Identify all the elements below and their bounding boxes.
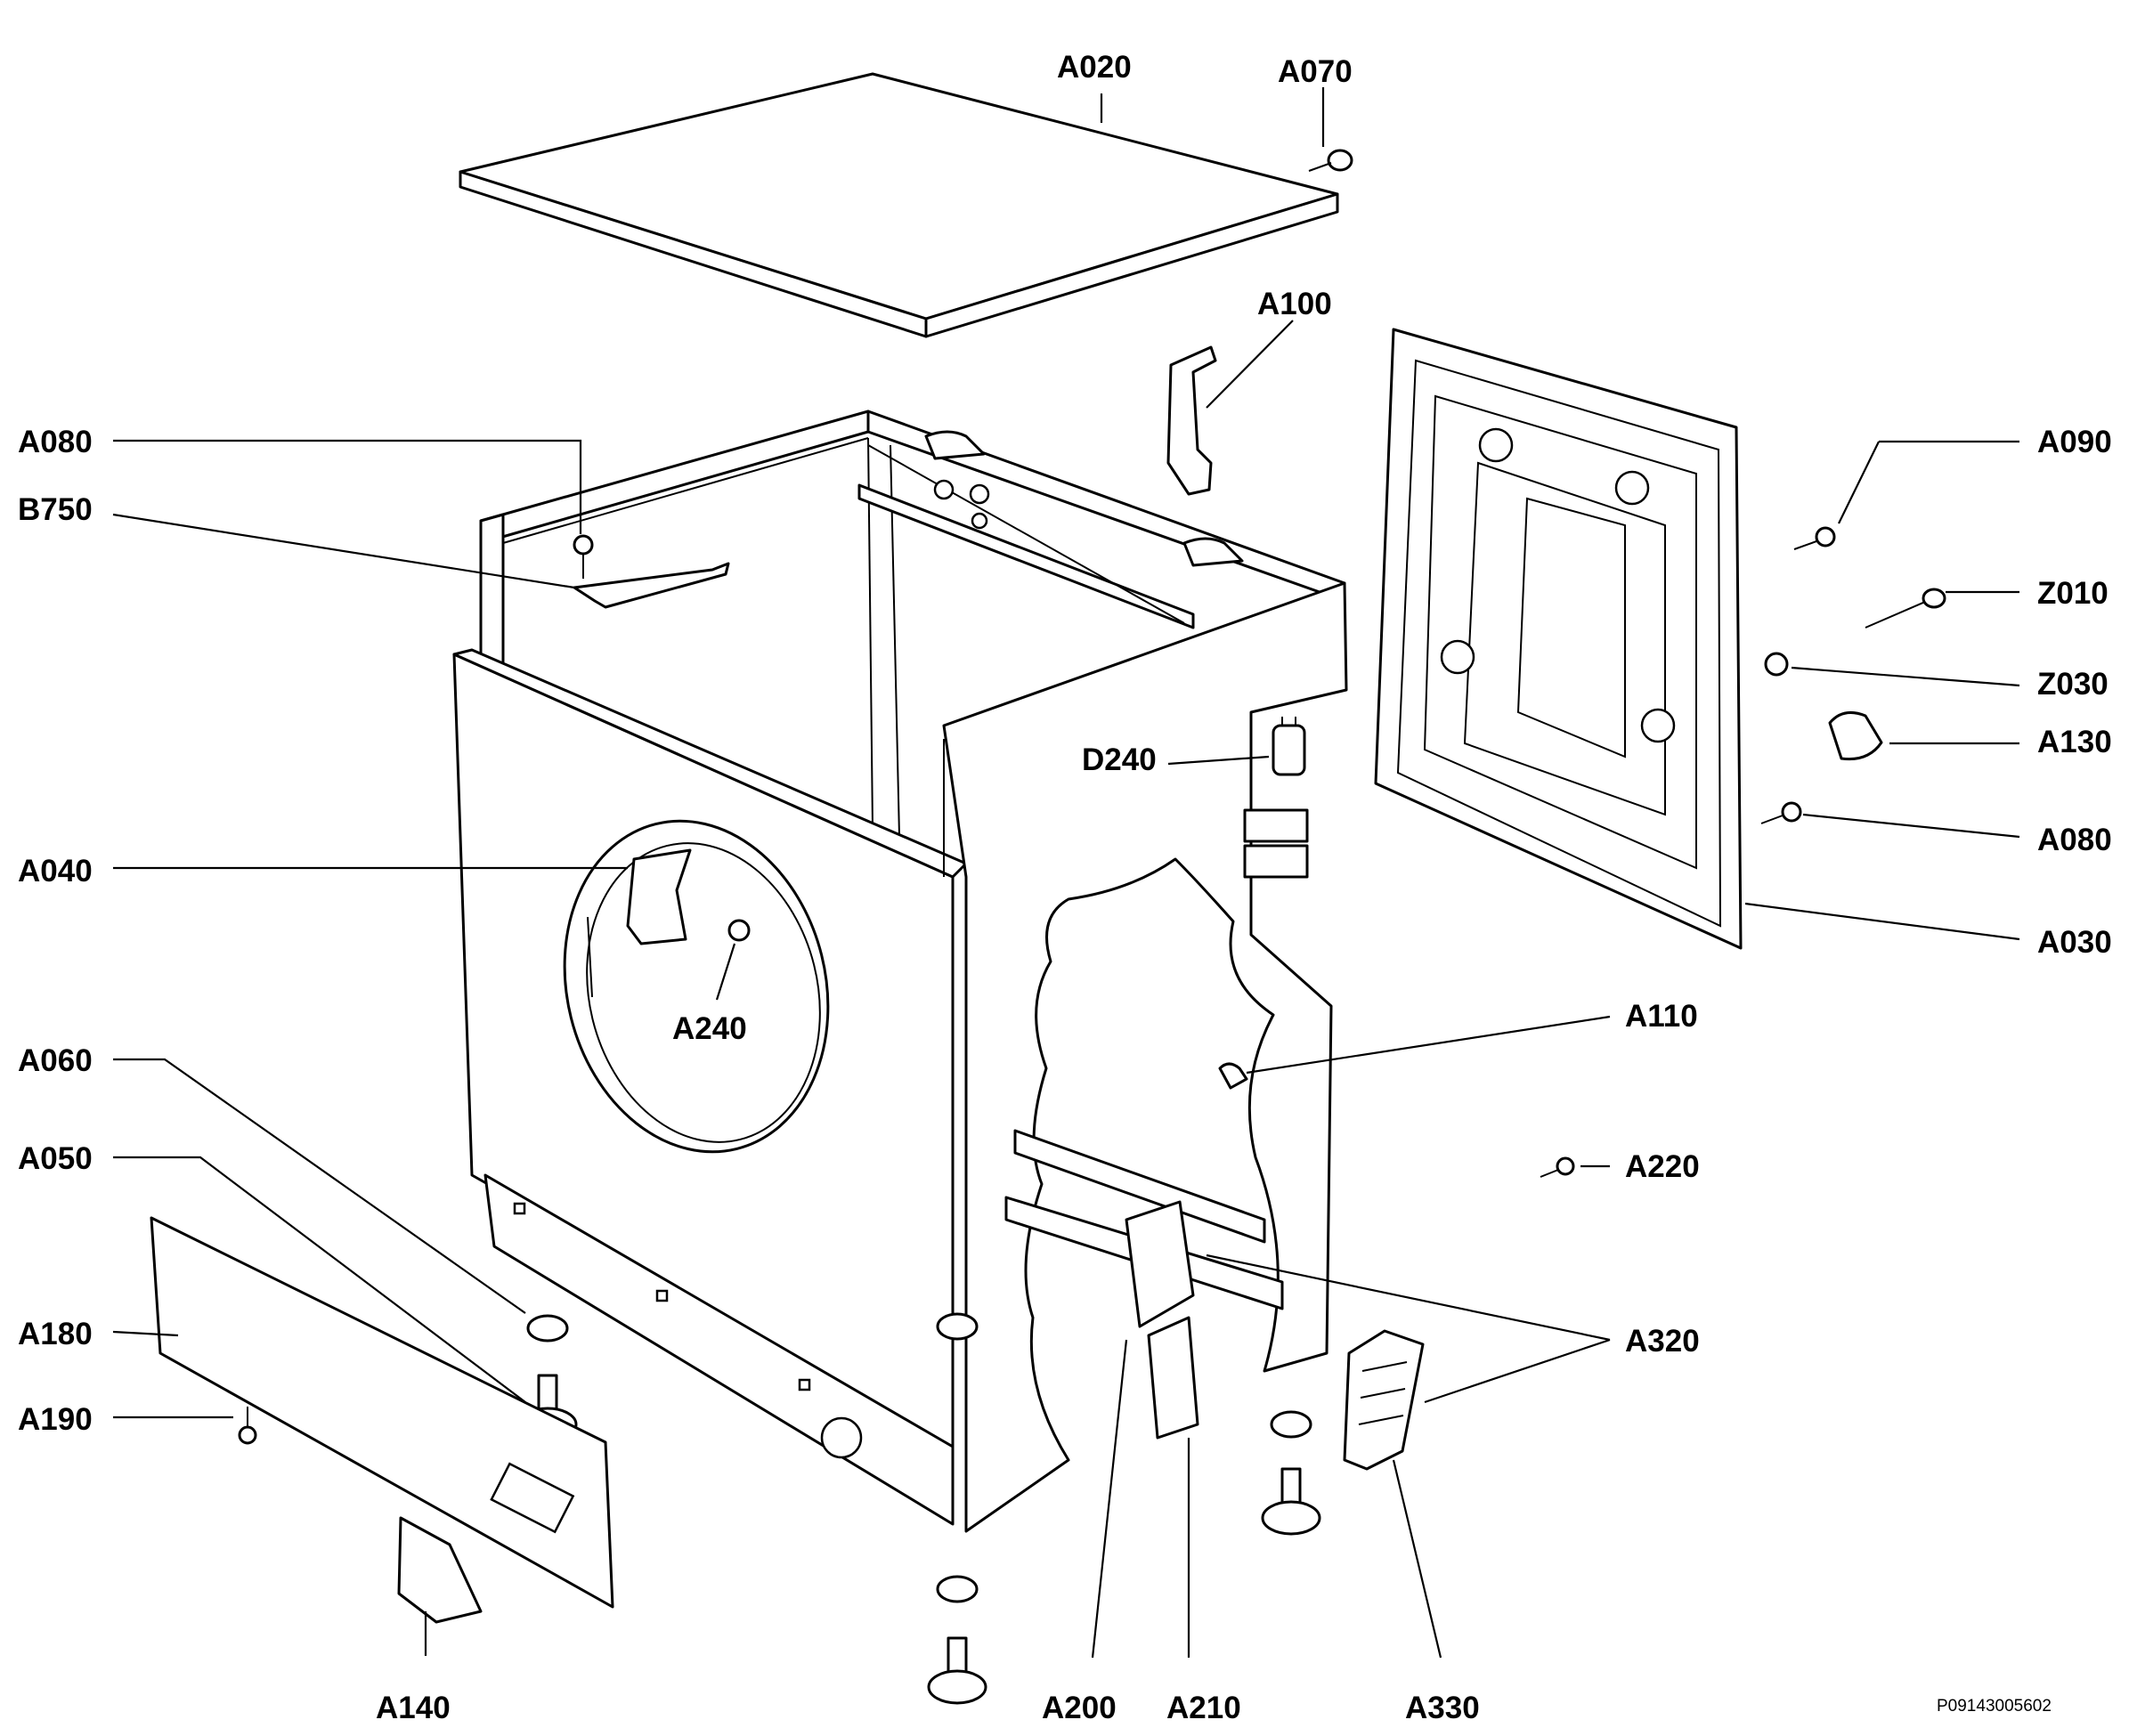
label-a060: A060 bbox=[18, 1043, 93, 1078]
flap-a140-icon bbox=[397, 1516, 483, 1624]
label-b750: B750 bbox=[18, 492, 93, 527]
bar-b750-icon bbox=[573, 562, 730, 609]
top-panel bbox=[459, 72, 1339, 338]
leader-lines bbox=[112, 87, 2020, 1659]
screw-a220-icon bbox=[1540, 1156, 1575, 1178]
label-a240: A240 bbox=[672, 1011, 747, 1046]
foot-center-icon bbox=[927, 1312, 987, 1705]
foot-right-icon bbox=[1261, 1410, 1321, 1536]
service-panel bbox=[1374, 328, 1743, 950]
label-a180: A180 bbox=[18, 1317, 93, 1351]
label-d240: D240 bbox=[1082, 742, 1157, 777]
screw-a070-icon bbox=[1308, 149, 1353, 172]
latch-a200-icon bbox=[1125, 1200, 1195, 1328]
label-a140: A140 bbox=[376, 1691, 451, 1725]
label-a080-right: A080 bbox=[2037, 823, 2112, 857]
kickplate-a180-icon bbox=[150, 1216, 614, 1609]
label-a050: A050 bbox=[18, 1141, 93, 1176]
label-a020: A020 bbox=[1057, 50, 1132, 85]
capacitor-d240-icon bbox=[1272, 717, 1306, 776]
label-a210: A210 bbox=[1166, 1691, 1241, 1725]
hinge-a040-icon bbox=[626, 848, 692, 945]
label-a190: A190 bbox=[18, 1402, 93, 1437]
bracket-a100-icon bbox=[1166, 345, 1217, 496]
label-a220: A220 bbox=[1625, 1149, 1700, 1184]
label-z030: Z030 bbox=[2037, 667, 2109, 702]
bolt-a240-icon bbox=[727, 919, 751, 942]
cabinet-body bbox=[452, 410, 1348, 1533]
label-a130: A130 bbox=[2037, 725, 2112, 759]
screw-a090-icon bbox=[1793, 526, 1836, 550]
clamp-a130-icon bbox=[1828, 710, 1883, 761]
label-a330: A330 bbox=[1405, 1691, 1480, 1725]
screw-a190-icon bbox=[238, 1407, 257, 1445]
foot-nut-icon bbox=[936, 1575, 979, 1603]
screw-a080-left-icon bbox=[573, 534, 594, 579]
clip-a110-icon bbox=[1218, 1062, 1248, 1090]
label-a100: A100 bbox=[1257, 287, 1332, 321]
label-z010: Z010 bbox=[2037, 576, 2109, 611]
drawing-code: P09143005602 bbox=[1937, 1697, 2052, 1716]
label-a040: A040 bbox=[18, 854, 93, 888]
label-a320: A320 bbox=[1625, 1324, 1700, 1359]
screw-a080-right-icon bbox=[1760, 801, 1802, 824]
module-a210-icon bbox=[1147, 1316, 1199, 1440]
label-a070: A070 bbox=[1278, 54, 1353, 89]
nut-z030-icon bbox=[1764, 652, 1789, 677]
label-a090: A090 bbox=[2037, 425, 2112, 459]
grille-a330-icon bbox=[1343, 1329, 1425, 1471]
screw-z010-icon bbox=[1865, 588, 1946, 629]
label-a030: A030 bbox=[2037, 925, 2112, 960]
kickplate-slot bbox=[490, 1462, 575, 1534]
label-a200: A200 bbox=[1042, 1691, 1117, 1725]
label-a110: A110 bbox=[1625, 999, 1698, 1034]
label-a080-left: A080 bbox=[18, 425, 93, 459]
